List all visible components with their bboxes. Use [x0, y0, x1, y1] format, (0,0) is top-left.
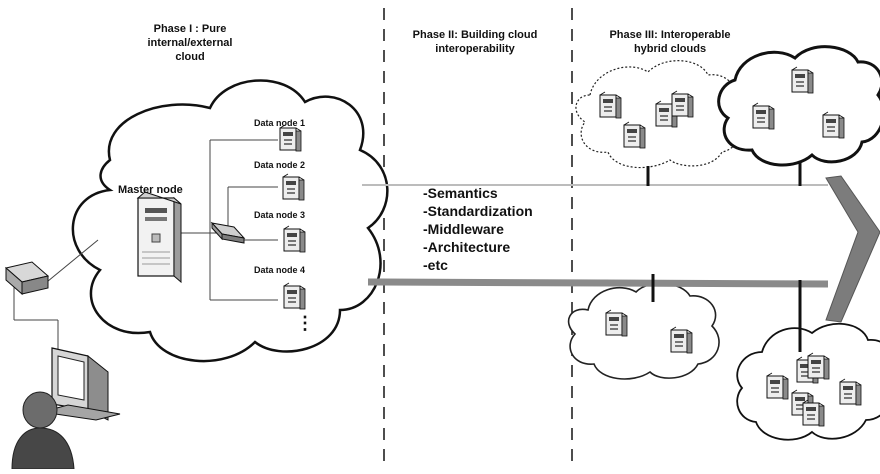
user-icon [11, 391, 75, 470]
data-node-label: Data node 1 [254, 118, 306, 128]
data-node-server-icon [283, 225, 306, 253]
interop-topic: -Architecture [423, 239, 511, 255]
arrow-head [825, 175, 880, 323]
data-node-label: Data node 3 [254, 210, 306, 220]
cloud-server-icon [599, 91, 622, 119]
more-nodes-ellipsis: ⋮ [296, 313, 314, 333]
interop-topic: -Standardization [423, 203, 533, 219]
data-node-server-icon [282, 173, 305, 201]
phase-2-title: Phase II: Building cloud interoperabilit… [412, 29, 538, 55]
interop-topics-list: -Semantics -Standardization -Middleware … [423, 184, 533, 274]
network-links [13, 139, 278, 352]
private-cloud [71, 79, 389, 363]
interop-topic: -etc [423, 257, 448, 273]
interop-topic: -Semantics [423, 185, 498, 201]
router-icon [4, 261, 50, 296]
hybrid-cloud-top-right [717, 45, 880, 167]
cloud-server-icon [807, 352, 830, 380]
cloud-server-icon [670, 326, 693, 354]
cloud-server-icon [605, 309, 628, 337]
phase-3-title: Phase III: Interoperable hybrid clouds [609, 29, 731, 55]
cloud-server-icon [839, 378, 862, 406]
master-node-server-icon [136, 191, 182, 284]
phase-1-title: Phase I : Pure internal/external cloud [147, 23, 233, 63]
data-node-label: Data node 2 [254, 160, 306, 170]
monitor-icon [41, 347, 121, 421]
cloud-server-icon [791, 66, 814, 94]
master-node-label: Master node [118, 184, 183, 196]
hybrid-cloud-bottom-left [567, 282, 720, 380]
data-node-server-icon [283, 282, 306, 310]
cloud-server-icon [671, 90, 694, 118]
arrow-lower-edge [367, 278, 829, 288]
cloud-server-icon [766, 372, 789, 400]
cloud-server-icon [623, 121, 646, 149]
data-node-server-icon [279, 124, 302, 152]
cloud-server-icon [752, 102, 775, 130]
cloud-server-icon [802, 399, 825, 427]
interop-topic: -Middleware [423, 221, 504, 237]
cloud-server-icon [822, 111, 845, 139]
data-node-label: Data node 4 [254, 265, 306, 275]
switch-icon [210, 221, 246, 244]
